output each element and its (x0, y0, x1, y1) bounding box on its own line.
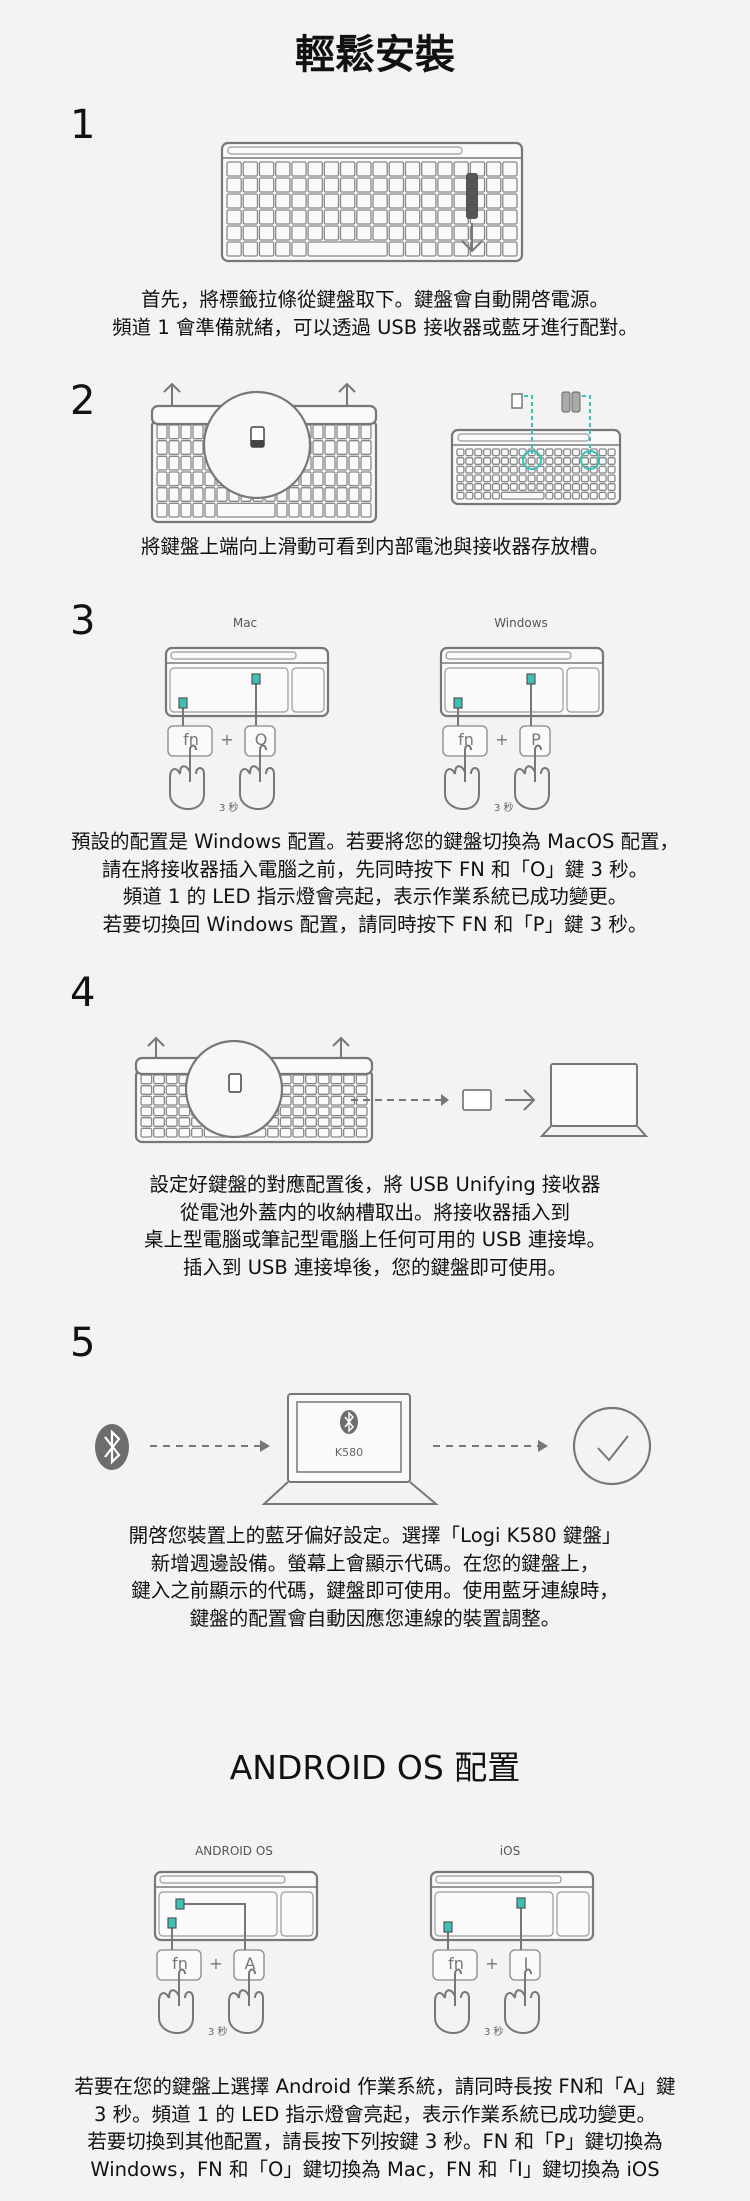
pointing-hand-icon (169, 744, 205, 810)
text-line: 請在將接收器插入電腦之前，先同時按下 FN 和「O」鍵 3 秒。 (101, 857, 649, 881)
led-marker (526, 673, 536, 685)
pointing-hand-icon (444, 744, 480, 810)
step-4-number: 4 (70, 970, 96, 1016)
plus-sign: + (209, 1954, 222, 1973)
step-1-text: 首先，將標籤拉條從鍵盤取下。鍵盤會自動開啓電源。 頻道 1 會準備就緒，可以透過… (0, 286, 750, 341)
text-line: 預設的配置是 Windows 配置。若要將您的鍵盤切換為 MacOS 配置， (70, 830, 680, 853)
led-marker (175, 1898, 185, 1910)
text-line: 將鍵盤上端向上滑動可看到内部電池與接收器存放槽。 (140, 535, 609, 558)
plus-sign: + (220, 730, 233, 749)
led-marker (453, 697, 463, 709)
page-title: 輕鬆安裝 (295, 32, 455, 78)
ios-label: iOS (499, 1844, 521, 1858)
windows-label: Windows (494, 616, 548, 630)
text-line: 設定好鍵盤的對應配置後，將 USB Unifying 接收器 (149, 1173, 601, 1196)
text-line: 若要切換回 Windows 配置，請同時按下 FN 和「P」鍵 3 秒。 (102, 912, 648, 936)
laptop-icon (287, 1393, 411, 1483)
step-2-text: 將鍵盤上端向上滑動可看到内部電池與接收器存放槽。 (0, 533, 750, 561)
battery-receiver-slots-illustration (450, 391, 622, 506)
i-key-label: I (524, 1954, 529, 1973)
pointing-hand-icon (239, 744, 275, 810)
keyboard-top-slide-illustration (150, 382, 378, 524)
pointing-hand-icon (228, 1968, 264, 2034)
text-line: 3 秒。頻道 1 的 LED 指示燈會亮起，表示作業系統已成功變更。 (93, 2102, 656, 2126)
duration-label: 3 秒 (494, 801, 514, 814)
mac-label: Mac (232, 616, 258, 630)
text-line: 插入到 USB 連接埠後，您的鍵盤即可使用。 (183, 1255, 567, 1279)
text-line: 鍵入之前顯示的代碼，鍵盤即可使用。使用藍牙連線時， (131, 1579, 619, 1603)
laptop-icon (550, 1063, 638, 1127)
step-5-text: 開啓您裝置上的藍牙偏好設定。選擇「Logi K580 鍵盤」 新增週邊設備。螢幕… (0, 1522, 750, 1632)
keyboard-outline (164, 646, 330, 718)
a-key-label: A (245, 1954, 256, 1973)
arrow-up-icon (163, 382, 356, 406)
plus-sign: + (495, 730, 508, 749)
pull-tab-icon (466, 173, 478, 219)
text-line: Windows，FN 和「O」鍵切換為 Mac，FN 和「I」鍵切換為 iOS (90, 2157, 660, 2181)
usb-receiver-icon (462, 1089, 492, 1111)
led-marker (251, 673, 261, 685)
step-5-number: 5 (70, 1320, 96, 1366)
duration-label: 3 秒 (208, 2025, 228, 2038)
pointing-hand-icon (514, 744, 550, 810)
duration-label: 3 秒 (484, 2025, 504, 2038)
arrow-down-icon (461, 223, 483, 253)
arrow-right-icon (505, 1089, 536, 1111)
step-3-number: 3 (70, 598, 96, 644)
led-marker (516, 1897, 526, 1909)
bluetooth-icon (95, 1424, 129, 1470)
android-section-title: ANDROID OS 配置 (229, 1748, 521, 1787)
ios-key-combo-diagram: + fn I 3 秒 (429, 1870, 595, 2038)
step-3-text: 預設的配置是 Windows 配置。若要將您的鍵盤切換為 MacOS 配置， 請… (0, 828, 750, 938)
text-line: 新增週邊設備。螢幕上會顯示代碼。在您的鍵盤上， (150, 1551, 600, 1575)
text-line: 開啓您裝置上的藍牙偏好設定。選擇「Logi K580 鍵盤」 (128, 1524, 622, 1547)
keyboard-icon (220, 141, 524, 263)
windows-key-combo-diagram: + fn P 3 秒 (439, 646, 605, 814)
keyboard-pull-tab-illustration (220, 141, 524, 263)
p-key-label: P (531, 730, 541, 749)
text-line: 頻道 1 會準備就緒，可以透過 USB 接收器或藍牙進行配對。 (112, 315, 638, 339)
fn-key-label: fn (172, 1954, 188, 1973)
plus-sign: + (485, 1954, 498, 1973)
step-2-number: 2 (70, 378, 96, 424)
led-marker (443, 1921, 453, 1933)
text-line: 若要在您的鍵盤上選擇 Android 作業系統，請同時長按 FN和「A」鍵 (74, 2075, 676, 2098)
arrow-right-icon (441, 1094, 449, 1106)
text-line: 若要切換到其他配置，請長按下列按鍵 3 秒。FN 和「P」鍵切換為 (87, 2130, 663, 2154)
checkmark-circle-icon (572, 1406, 652, 1486)
step-1-number: 1 (70, 102, 96, 148)
laptop-screen-label: K580 (335, 1446, 363, 1459)
bluetooth-pairing-illustration: K580 (95, 1393, 652, 1505)
led-marker (178, 697, 188, 709)
fn-key-label: fn (183, 730, 199, 749)
led-marker (167, 1917, 177, 1929)
receiver-to-laptop-illustration (134, 1036, 649, 1144)
text-line: 頻道 1 的 LED 指示燈會亮起，表示作業系統已成功變更。 (122, 885, 628, 909)
mac-key-combo-diagram: + fn O 3 秒 (164, 646, 330, 814)
fn-key-label: fn (448, 1954, 464, 1973)
text-line: 首先，將標籤拉條從鍵盤取下。鍵盤會自動開啓電源。 (140, 288, 609, 311)
fn-key-label: fn (458, 730, 474, 749)
text-line: 鍵盤的配置會自動因應您連線的裝置調整。 (189, 1606, 561, 1630)
duration-label: 3 秒 (219, 801, 239, 814)
battery-icon (571, 391, 581, 413)
keyboard-outline (429, 1870, 595, 1942)
text-line: 桌上型電腦或筆記型電腦上任何可用的 USB 連接埠。 (144, 1228, 606, 1252)
android-label: ANDROID OS (195, 1844, 273, 1858)
keyboard-outline (439, 646, 605, 718)
text-line: 從電池外蓋内的收納槽取出。將接收器插入到 (179, 1200, 570, 1224)
step-4-text: 設定好鍵盤的對應配置後，將 USB Unifying 接收器 從電池外蓋内的收納… (0, 1171, 750, 1281)
android-key-combo-diagram: + fn A 3 秒 (153, 1870, 319, 2038)
pointing-hand-icon (158, 1968, 194, 2034)
pointing-hand-icon (434, 1968, 470, 2034)
receiver-icon (228, 1073, 242, 1093)
android-text: 若要在您的鍵盤上選擇 Android 作業系統，請同時長按 FN和「A」鍵 3 … (0, 2073, 750, 2183)
o-key-label: O (255, 730, 268, 749)
battery-icon (561, 391, 571, 413)
pointing-hand-icon (504, 1968, 540, 2034)
receiver-icon (511, 393, 523, 409)
keyboard-icon (450, 428, 622, 506)
